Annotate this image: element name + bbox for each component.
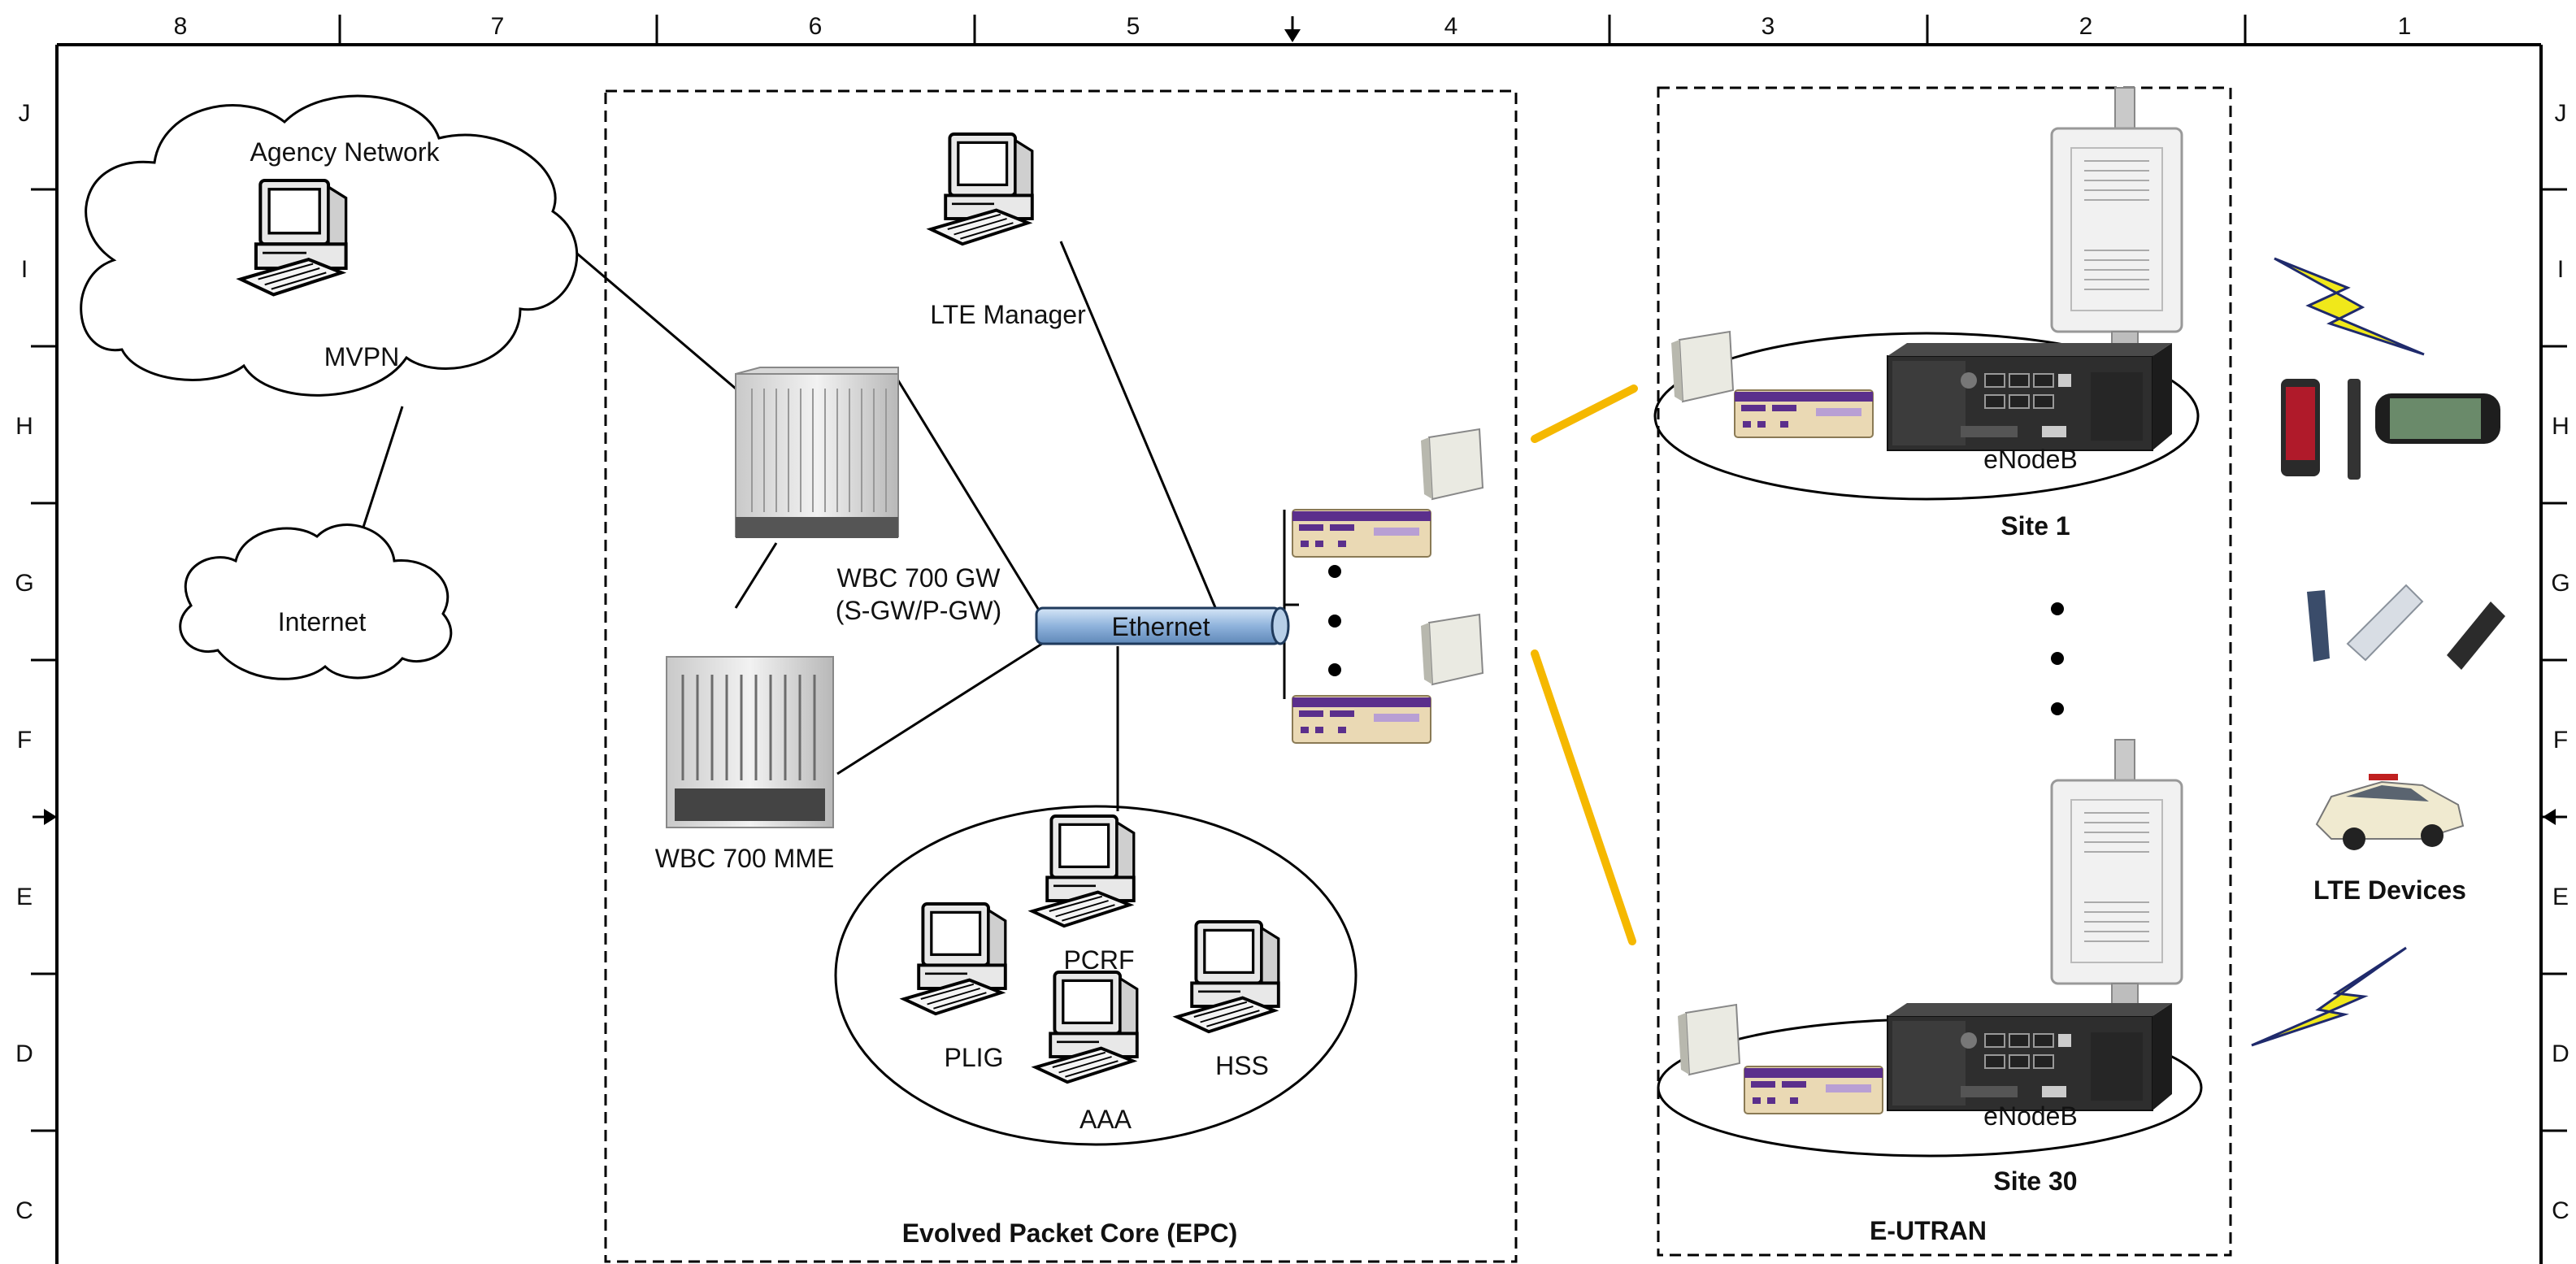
mme-label: WBC 700 MME [655, 844, 834, 873]
ethernet-bus: Ethernet [1035, 606, 1290, 645]
row-label: E [16, 884, 33, 910]
mvpn-label: MVPN [324, 342, 399, 371]
lte-devices: LTE Devices [2251, 257, 2505, 1047]
ellipsis-dot [1328, 565, 1341, 578]
plug-unit-icon [1292, 695, 1431, 744]
center-mark-left [33, 809, 57, 825]
eutran-region: E-UTRAN [1657, 86, 2232, 1257]
wbc-700-mme: WBC 700 MME [655, 656, 834, 873]
aaa-computer-icon [1034, 971, 1139, 1084]
antenna-panel-icon [1670, 331, 1734, 402]
site-1: eNodeB Site 1 [1653, 86, 2200, 541]
plig-computer-icon [902, 902, 1007, 1016]
radio-links [1531, 384, 1638, 945]
epc-servers: PCRF PLIG AAA HSS [834, 805, 1358, 1146]
row-label: I [2557, 256, 2564, 283]
ellipsis-dot [2051, 702, 2064, 715]
site-30: eNodeB Site 30 [1657, 738, 2203, 1196]
enodeb-unit-icon [1887, 1002, 2173, 1111]
antenna-panel-icon [1420, 428, 1483, 500]
usb-modem-icon [2307, 584, 2505, 670]
internet-cloud: Internet [179, 523, 453, 680]
ethernet-label: Ethernet [1112, 612, 1210, 641]
radio-tower-icon [2050, 738, 2183, 1026]
site30-enodeb-label: eNodeB [1983, 1101, 2078, 1131]
ellipsis-dot [1328, 663, 1341, 676]
plug-unit-icon [1292, 509, 1431, 558]
antenna-panel-icon [1677, 1004, 1740, 1075]
column-label: 3 [1761, 13, 1775, 40]
wbc-700-gw: WBC 700 GW (S-GW/P-GW) [735, 367, 1001, 625]
handset-icon [2281, 379, 2500, 480]
row-label: J [2555, 100, 2567, 127]
epc-radio-units [1292, 428, 1483, 744]
site1-label: Site 1 [2000, 511, 2070, 541]
row-label: J [19, 100, 31, 127]
radio-link-site30 [1531, 649, 1636, 945]
plig-label: PLIG [945, 1043, 1004, 1072]
connection-lines [356, 241, 1299, 811]
antenna-panel-icon [1420, 614, 1483, 685]
row-label: G [2551, 570, 2569, 597]
column-label: 5 [1127, 13, 1140, 40]
column-label: 6 [809, 13, 823, 40]
ellipsis-dot [1328, 615, 1341, 628]
agency-network-cloud: Agency Network MVPN [80, 94, 579, 397]
lte-manager: LTE Manager [929, 132, 1086, 329]
row-label: C [2552, 1197, 2569, 1224]
epc-title: Evolved Packet Core (EPC) [902, 1218, 1238, 1248]
police-car-icon [2315, 774, 2465, 850]
row-label: E [2552, 884, 2569, 910]
hss-label: HSS [1215, 1051, 1269, 1080]
site1-enodeb-label: eNodeB [1983, 445, 2078, 474]
column-label: 8 [174, 13, 188, 40]
row-label: C [15, 1197, 33, 1224]
column-label: 2 [2079, 13, 2093, 40]
row-label: F [17, 727, 32, 754]
hss-computer-icon [1175, 920, 1280, 1034]
gw-label-line1: WBC 700 GW [837, 563, 1001, 593]
ellipsis-dot [2051, 602, 2064, 615]
row-label: F [2553, 727, 2568, 754]
column-label: 7 [491, 13, 505, 40]
enodeb-unit-icon [1887, 342, 2173, 451]
radio-link-site1 [1531, 384, 1638, 443]
gw-label-line2: (S-GW/P-GW) [836, 596, 1001, 625]
column-label: 4 [1444, 13, 1458, 40]
pcrf-computer-icon [1031, 814, 1136, 928]
column-label: 1 [2398, 13, 2412, 40]
lightning-bolt-icon [2251, 946, 2407, 1047]
radio-tower-icon [2050, 86, 2183, 374]
epc-region: Evolved Packet Core (EPC) [604, 89, 1518, 1263]
drawing-frame: 8 7 6 5 4 3 2 1 J I H G F E D C J I H G … [15, 13, 2570, 1264]
row-label: D [2552, 1040, 2569, 1067]
plug-unit-icon [1734, 389, 1874, 438]
lte-manager-label: LTE Manager [930, 300, 1086, 329]
lte-manager-computer-icon [929, 132, 1034, 246]
row-label: G [15, 570, 33, 597]
row-label: I [21, 256, 28, 283]
pcrf-label: PCRF [1063, 945, 1134, 975]
center-mark-right [2543, 809, 2567, 825]
plug-unit-icon [1744, 1066, 1883, 1114]
agency-network-label: Agency Network [250, 137, 441, 167]
lte-devices-label: LTE Devices [2313, 875, 2466, 905]
ellipsis-dot [2051, 652, 2064, 665]
aaa-label: AAA [1079, 1105, 1132, 1134]
eutran-title: E-UTRAN [1870, 1216, 1987, 1245]
row-label: D [15, 1040, 33, 1067]
site30-label: Site 30 [1993, 1166, 2077, 1196]
internet-label: Internet [278, 607, 367, 636]
row-label: H [15, 413, 33, 440]
center-mark-top [1284, 16, 1301, 42]
lightning-bolt-icon [2274, 257, 2425, 356]
row-label: H [2552, 413, 2569, 440]
